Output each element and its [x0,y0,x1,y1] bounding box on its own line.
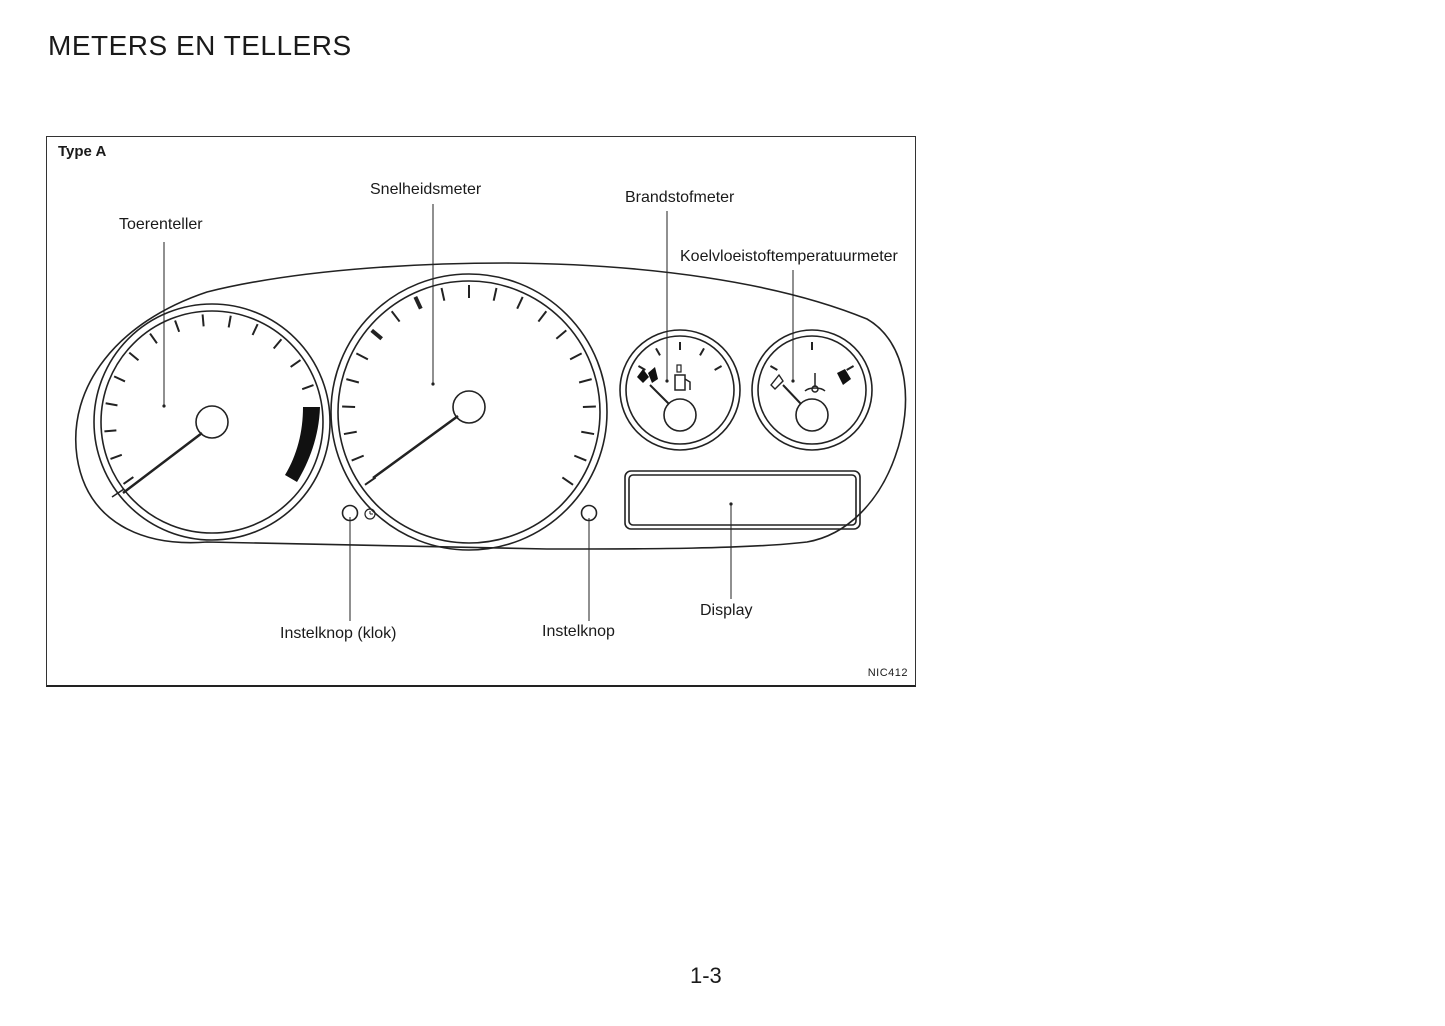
dial-tick [581,430,595,436]
clock-icon [364,508,376,520]
dial-tick [492,287,498,301]
dial-tick [569,352,583,361]
dial-tick [582,405,596,409]
dial-tick [342,405,356,409]
dial-tick [413,296,423,310]
instrument-cluster-figure: Type A [46,136,916,687]
fuel-pump-icon [674,374,691,391]
speedometer-dial [330,273,608,551]
temp-gauge-ticks [769,342,855,371]
tachometer-dial [93,303,331,541]
instrument-cluster-drawing [75,204,907,621]
dial-tick [227,315,232,328]
tachometer-label: Toerenteller [119,216,203,233]
cluster-housing [75,262,907,550]
dial-tick [174,320,181,333]
dial-tick [655,347,661,356]
dial-tick [128,351,140,362]
dial-tick [201,314,205,327]
dial-tick [390,310,401,323]
dial-tick [637,365,646,371]
dial-tick [149,332,158,344]
tachometer-ticks [104,314,314,485]
dial-tick [351,454,365,462]
dial-tick [105,402,118,407]
leader-lines [163,204,794,621]
coolant-thermometer-icon [804,373,826,393]
speedometer-ticks [342,285,596,486]
coolant-temp-gauge-dial [751,329,873,451]
dial-tick [714,365,723,371]
dial-tick [846,365,855,371]
dial-tick [561,476,574,486]
figure-type-label: Type A [58,143,107,160]
dial-tick [364,476,377,486]
dial-tick [578,378,592,384]
dial-tick [104,429,117,433]
dial-tick [699,347,705,356]
dial-tick [573,454,587,462]
dial-tick [301,384,314,391]
dial-tick [290,359,302,368]
tachometer-red-zone [285,407,320,482]
dial-tick [343,430,357,436]
dial-tick [516,296,524,310]
dial-tick [440,287,446,301]
fuel-gauge-dial [619,329,741,451]
dial-tick [251,323,259,336]
speedometer-label: Snelheidsmeter [370,181,482,198]
fuel-gauge-ticks [637,342,723,371]
dial-tick [272,338,283,350]
adjust-knob-label: Instelknop [542,623,615,640]
dial-tick [555,329,567,340]
display-label: Display [700,602,753,619]
dial-tick [769,365,778,371]
dial-tick [113,375,126,383]
dial-tick [122,476,134,485]
dial-tick [355,352,369,361]
dial-tick [537,310,548,323]
figure-code: NIC412 [867,667,908,679]
coolant-temp-gauge-label: Koelvloeistoftemperatuurmeter [680,248,898,265]
page-title: METERS EN TELLERS [48,30,352,61]
clock-adjust-knob-label: Instelknop (klok) [280,625,397,642]
fuel-gauge-label: Brandstofmeter [625,189,735,206]
display-outline [624,470,861,530]
dial-tick [346,378,360,384]
dial-tick [370,328,383,341]
page-number: 1-3 [690,963,722,988]
dial-tick [110,453,123,460]
